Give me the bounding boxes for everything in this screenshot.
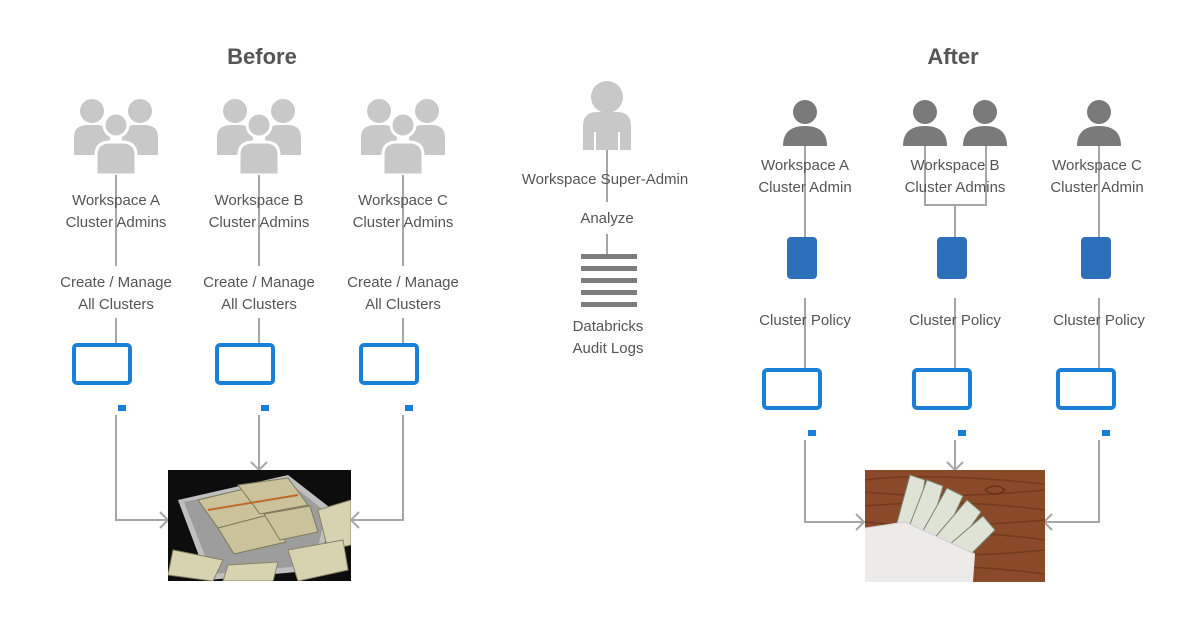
admins-line1: Workspace C [358, 192, 448, 209]
cluster-icon [762, 368, 822, 436]
admins-line1: Workspace B [214, 192, 304, 209]
after-policy-a-label: Cluster Policy [759, 312, 851, 329]
cluster-icon [359, 343, 419, 411]
admins-line2: Cluster Admins [352, 214, 454, 231]
arrowhead-before-c [349, 511, 360, 529]
admins-line1: Workspace A [71, 192, 161, 209]
action-line2: All Clusters [221, 296, 297, 313]
before-workspace-c-action: Create / Manage All Clusters [347, 272, 459, 316]
cluster-icon [72, 343, 132, 411]
action-line2: All Clusters [78, 296, 154, 313]
after-workspace-b-admins: Workspace B Cluster Admins [905, 155, 1006, 199]
before-workspace-b-action: Create / Manage All Clusters [203, 272, 315, 316]
admins-line1: Workspace A [760, 157, 850, 174]
money-briefcase-image [168, 470, 351, 581]
super-admin-label: Workspace Super-Admin [521, 171, 689, 188]
user-icon [783, 100, 827, 146]
money-envelope-image [865, 470, 1045, 582]
admins-line1: Workspace C [1052, 157, 1142, 174]
before-workspace-b-admins: Workspace B Cluster Admins [209, 190, 310, 234]
wire-after-a-bottom [804, 440, 864, 523]
admins-line2: Cluster Admin [758, 179, 852, 196]
after-policy-b-label: Cluster Policy [909, 312, 1001, 329]
users-group-icon [74, 99, 158, 175]
audit-logs-icon [581, 254, 637, 307]
cluster-icon [912, 368, 972, 436]
after-policy-c-label: Cluster Policy [1053, 312, 1145, 329]
cluster-icon [1056, 368, 1116, 436]
arrowhead-after-a [855, 513, 866, 531]
after-workspace-c-admin: Workspace C Cluster Admin [1050, 155, 1143, 199]
admins-line2: Cluster Admins [208, 214, 310, 231]
wire-before-c-bottom [351, 415, 404, 521]
action-line1: Create / Manage [60, 274, 172, 291]
super-admin-user-icon [583, 81, 631, 150]
action-line2: All Clusters [365, 296, 441, 313]
cluster-policy-icon [1081, 237, 1111, 279]
cluster-policy-icon [937, 237, 967, 279]
before-title: Before [227, 44, 297, 69]
wire-after-c-bottom [1044, 440, 1100, 523]
admins-line2: Cluster Admin [1050, 179, 1144, 196]
cluster-icon [215, 343, 275, 411]
before-workspace-a-admins: Workspace A Cluster Admins [66, 190, 167, 234]
users-group-icon [361, 99, 445, 175]
logs-line1: Databricks [572, 318, 644, 335]
before-workspace-c-admins: Workspace C Cluster Admins [353, 190, 454, 234]
user-icon [903, 100, 947, 146]
logs-line2: Audit Logs [572, 340, 644, 357]
action-line1: Create / Manage [347, 274, 459, 291]
admins-line1: Workspace B [910, 157, 1000, 174]
audit-logs-label: Databricks Audit Logs [573, 316, 644, 360]
wire-before-a-bottom [115, 415, 168, 521]
after-title: After [927, 44, 979, 69]
user-icon [1077, 100, 1121, 146]
admins-line2: Cluster Admins [65, 214, 167, 231]
after-workspace-a-admin: Workspace A Cluster Admin [758, 155, 851, 199]
analyze-label: Analyze [580, 210, 634, 227]
user-icon [963, 100, 1007, 146]
users-group-icon [217, 99, 301, 175]
action-line1: Create / Manage [203, 274, 315, 291]
admins-line2: Cluster Admins [904, 179, 1006, 196]
before-workspace-a-action: Create / Manage All Clusters [60, 272, 172, 316]
cluster-policy-icon [787, 237, 817, 279]
